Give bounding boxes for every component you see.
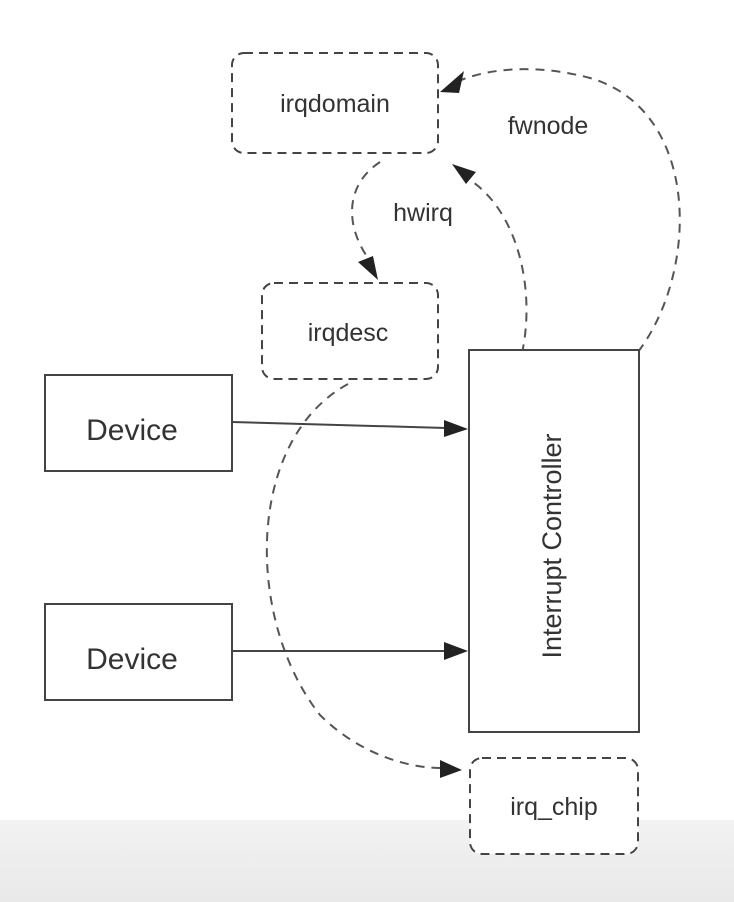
- irqdomain-label: irqdomain: [280, 90, 390, 118]
- device-1-node: Device: [44, 374, 233, 472]
- irq-chip-node: irq_chip: [469, 757, 639, 855]
- device-1-arrowhead: [444, 420, 468, 437]
- irqdomain-node: irqdomain: [231, 52, 439, 154]
- irqdesc-label: irqdesc: [308, 319, 389, 347]
- interrupt-controller-label: Interrupt Controller: [537, 433, 567, 658]
- device-1-arrow-line: [231, 421, 447, 429]
- device-2-arrowhead: [444, 642, 468, 660]
- hwirq-arrowhead: [358, 256, 378, 280]
- interrupt-controller-node: Interrupt Controller: [468, 349, 640, 733]
- irqdesc-node: irqdesc: [261, 282, 439, 380]
- fwnode-label: fwnode: [508, 112, 589, 140]
- device-2-label: Device: [86, 643, 178, 676]
- irqdesc-to-irq-chip-curve: [265, 383, 441, 769]
- hwirq-label: hwirq: [393, 199, 453, 227]
- irq-chip-label: irq_chip: [510, 793, 598, 821]
- device-2-node: Device: [44, 603, 233, 701]
- fwnode-curve: [451, 68, 681, 353]
- fwnode-arrowhead: [440, 71, 464, 93]
- device-1-label: Device: [86, 414, 178, 447]
- irq-chip-arrowhead: [440, 760, 462, 778]
- hwirq-curve: [351, 161, 381, 259]
- irqdomain-return-arrowhead: [452, 164, 476, 184]
